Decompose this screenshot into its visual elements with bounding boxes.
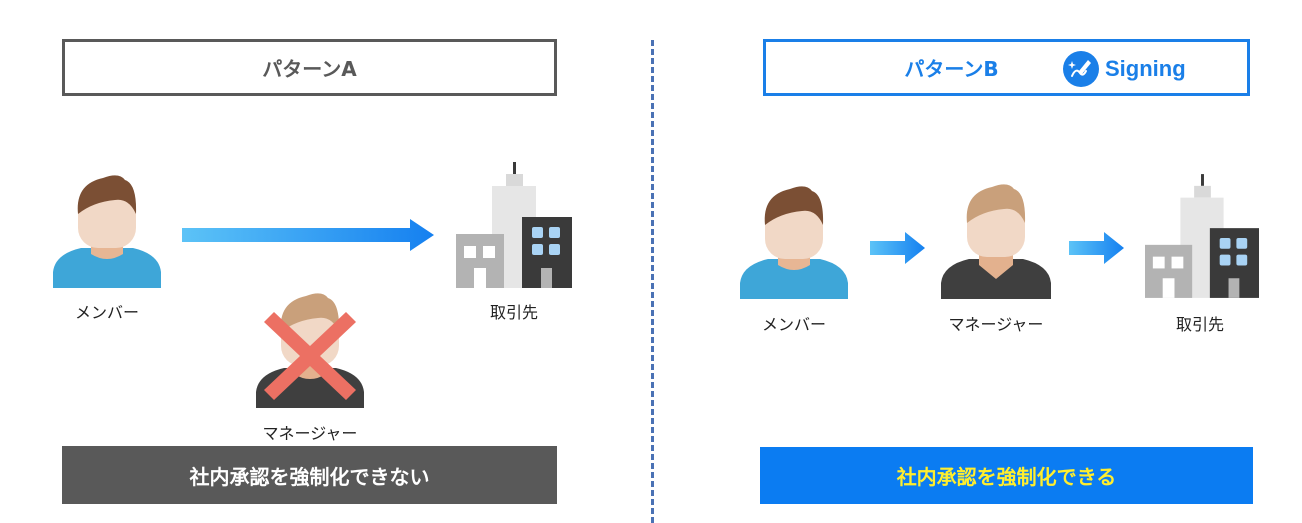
person-member-icon: [740, 186, 848, 299]
signing-logo: Signing: [1063, 51, 1186, 87]
signing-logo-text: Signing: [1105, 56, 1186, 81]
manager-label-b: マネージャー: [948, 315, 1044, 334]
pattern-b-banner: 社内承認を強制化できる: [760, 447, 1253, 504]
person-manager-icon: [941, 184, 1051, 299]
building-icon: [1145, 174, 1259, 298]
building-icon: [456, 162, 572, 288]
arrow-right-icon: [870, 232, 925, 264]
person-member-icon: [53, 175, 161, 288]
partner-label-b: 取引先: [1175, 315, 1225, 334]
dashed-divider: [651, 40, 654, 523]
pattern-a-banner-text: 社内承認を強制化できない: [189, 464, 430, 489]
pattern-b-title: パターンB: [763, 39, 1250, 96]
pattern-b-banner-text: 社内承認を強制化できる: [896, 465, 1117, 489]
manager-label-a: マネージャー: [262, 424, 358, 443]
member-label-b: メンバー: [761, 315, 827, 334]
pattern-b-title-text: パターンB: [904, 57, 999, 81]
pattern-a-title: パターンA: [62, 39, 557, 96]
signing-logo-icon: [1063, 51, 1099, 87]
partner-label-a: 取引先: [489, 303, 539, 322]
member-label-a: メンバー: [74, 303, 140, 322]
pattern-a-title-text: パターンA: [262, 57, 357, 81]
arrow-right-icon: [182, 219, 434, 251]
pattern-a-banner: 社内承認を強制化できない: [62, 446, 557, 504]
arrow-right-icon: [1069, 232, 1124, 264]
cross-mark-icon: [264, 312, 356, 400]
